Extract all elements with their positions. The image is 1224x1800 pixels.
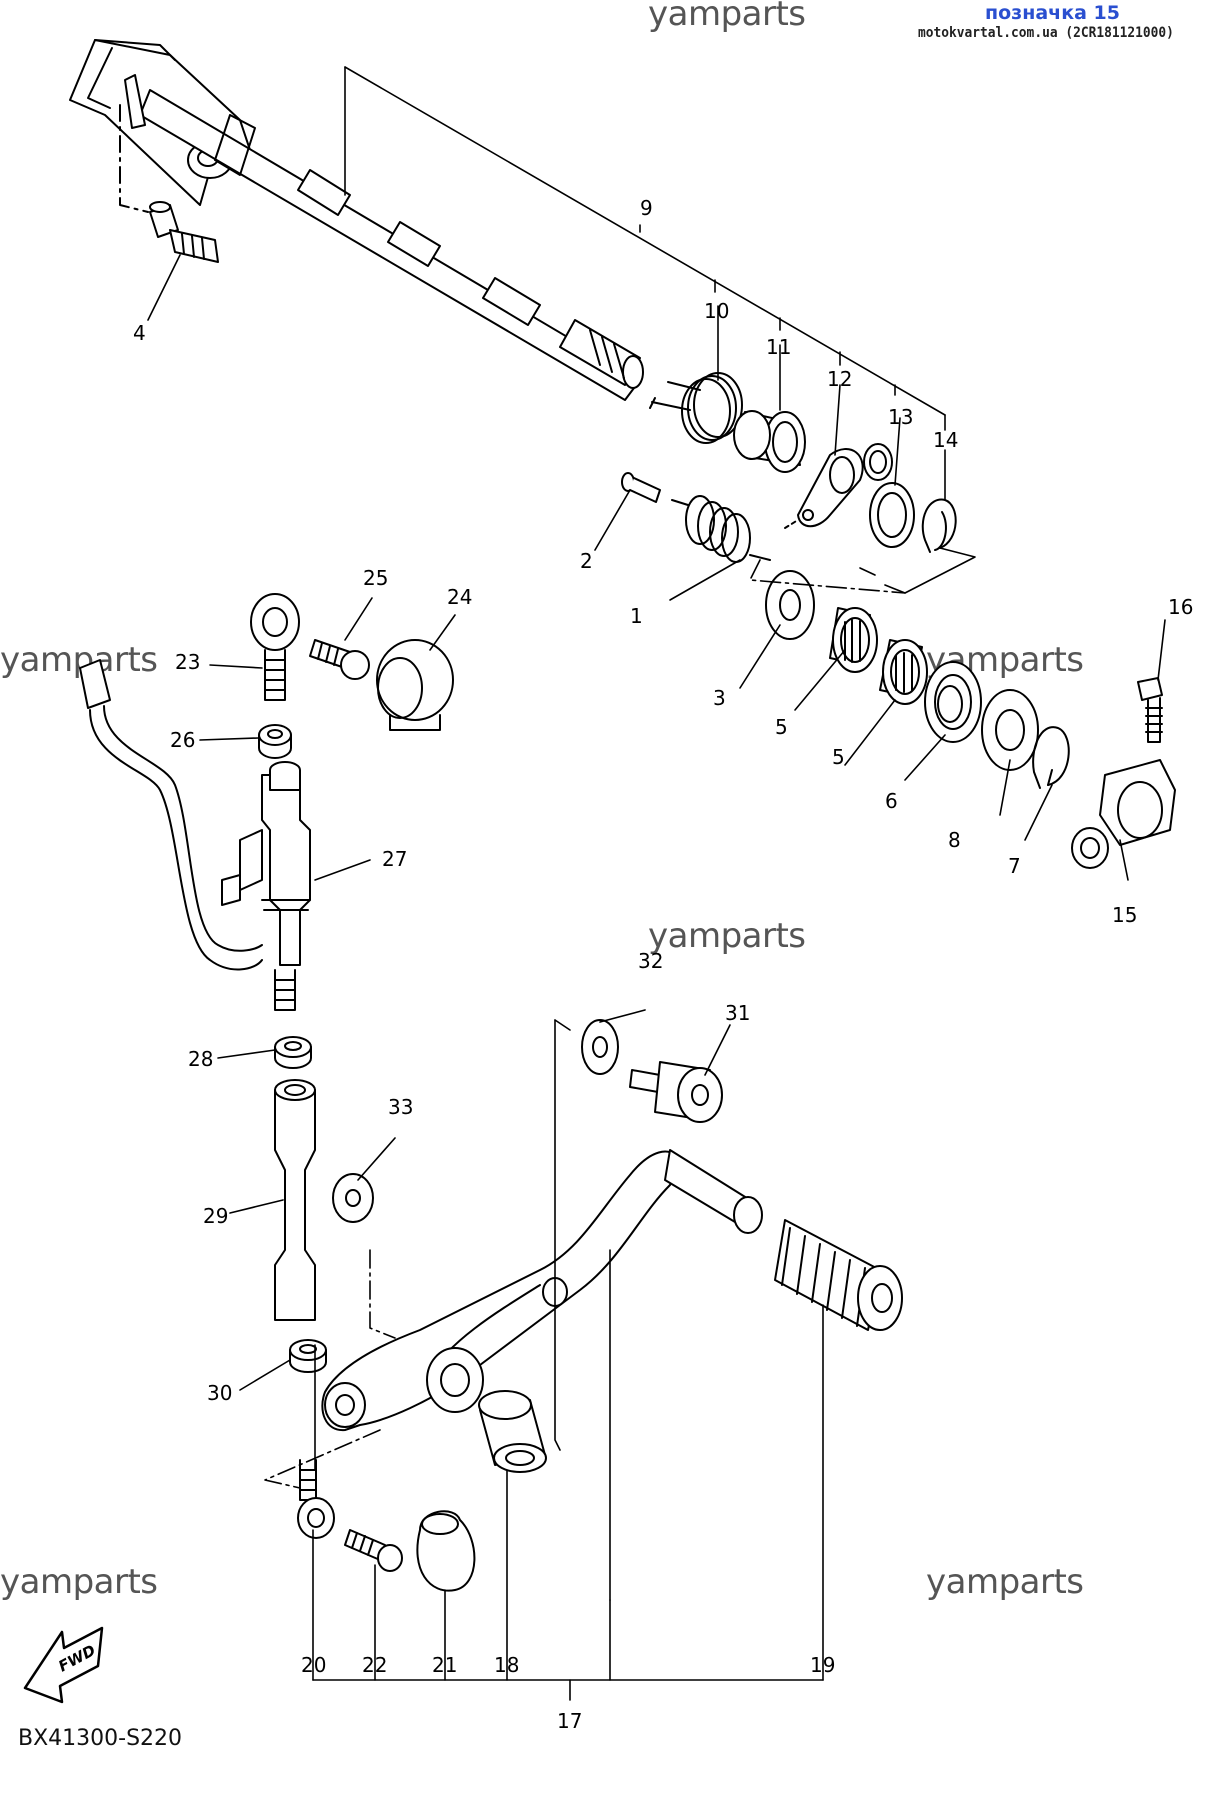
watermark-right-lower: yamparts — [926, 1562, 1084, 1602]
part-number-1: 1 — [630, 604, 643, 628]
cover-21 — [416, 1510, 476, 1592]
fwd-arrow-icon: FWD — [23, 1626, 104, 1704]
part-number-17: 17 — [557, 1709, 582, 1733]
washer-8 — [981, 689, 1039, 771]
part-number-22: 22 — [362, 1653, 387, 1677]
watermark-middle: yamparts — [648, 916, 806, 956]
watermark-top: yamparts — [648, 0, 806, 34]
part-number-24: 24 — [447, 585, 472, 609]
part-number-9: 9 — [640, 196, 653, 220]
leader-lines — [147, 66, 1166, 1701]
shift-pedal-17 — [321, 1149, 763, 1432]
part-number-10: 10 — [704, 299, 729, 323]
header-subtitle: motokvartal.com.ua (2CR181121000) — [918, 25, 1174, 41]
watermark-left-upper: yamparts — [0, 640, 158, 680]
part-number-33: 33 — [388, 1095, 413, 1119]
part-number-13: 13 — [888, 405, 913, 429]
washer-32 — [581, 1019, 619, 1075]
shift-shaft — [69, 39, 644, 401]
header-title: позначка 15 — [985, 2, 1120, 24]
part-number-18: 18 — [494, 1653, 519, 1677]
part-number-29: 29 — [203, 1204, 228, 1228]
cover-24 — [376, 639, 454, 731]
part-number-30: 30 — [207, 1381, 232, 1405]
bolt-31 — [629, 1061, 723, 1123]
spring-1 — [671, 495, 771, 563]
part-number-14: 14 — [933, 428, 958, 452]
part-number-5a: 5 — [775, 715, 788, 739]
part-number-15: 15 — [1112, 903, 1137, 927]
watermark-left-lower: yamparts — [0, 1562, 158, 1602]
part-number-4: 4 — [133, 321, 146, 345]
part-number-25: 25 — [363, 566, 388, 590]
part-number-7: 7 — [1008, 854, 1021, 878]
washer-33 — [332, 1173, 374, 1223]
part-number-labels: 1 2 3 4 5 5 6 7 8 9 10 11 12 13 14 15 16… — [133, 196, 1193, 1733]
leader-4-dash — [119, 104, 149, 213]
part-number-5b: 5 — [832, 745, 845, 769]
washer-13 — [869, 482, 915, 548]
part-number-21: 21 — [432, 1653, 457, 1677]
pedal-rubber-19 — [774, 1219, 903, 1331]
nut-30 — [289, 1339, 327, 1373]
part-number-11: 11 — [766, 335, 791, 359]
spring-10 — [649, 372, 743, 444]
rod-end-20 — [297, 1459, 335, 1539]
washer-3 — [765, 570, 815, 640]
bearing-5b — [879, 639, 928, 705]
part-number-12: 12 — [827, 367, 852, 391]
shift-sensor-27 — [79, 659, 311, 1011]
part-number-26: 26 — [170, 728, 195, 752]
rod-end-23 — [250, 593, 300, 701]
part-number-19: 19 — [810, 1653, 835, 1677]
part-number-32: 32 — [638, 949, 663, 973]
collar-11 — [733, 410, 806, 473]
part-number-16: 16 — [1168, 595, 1193, 619]
bolt-16 — [1137, 677, 1163, 743]
part-number-20: 20 — [301, 1653, 326, 1677]
bearing-5a — [829, 607, 878, 673]
part-number-6: 6 — [885, 789, 898, 813]
bolt-22 — [344, 1529, 403, 1572]
circlip-7 — [1032, 726, 1070, 789]
circlip-14 — [921, 498, 957, 553]
bolt-4 — [149, 201, 219, 263]
part-number-23: 23 — [175, 650, 200, 674]
nut-26 — [258, 724, 292, 759]
part-number-8: 8 — [948, 828, 961, 852]
part-number-31: 31 — [725, 1001, 750, 1025]
part-number-27: 27 — [382, 847, 407, 871]
lever-12 — [797, 443, 893, 528]
nut-28 — [274, 1036, 312, 1069]
diagram-code: BX41300-S220 — [18, 1726, 183, 1751]
part-number-2: 2 — [580, 549, 593, 573]
part-number-3: 3 — [713, 686, 726, 710]
clamp-15 — [1071, 759, 1176, 869]
shift-rod-29 — [274, 1079, 316, 1321]
bolt-25 — [309, 639, 370, 680]
oil-seal-6 — [924, 661, 982, 743]
part-number-28: 28 — [188, 1047, 213, 1071]
collar-18 — [478, 1390, 547, 1473]
bolt-2 — [621, 472, 661, 503]
